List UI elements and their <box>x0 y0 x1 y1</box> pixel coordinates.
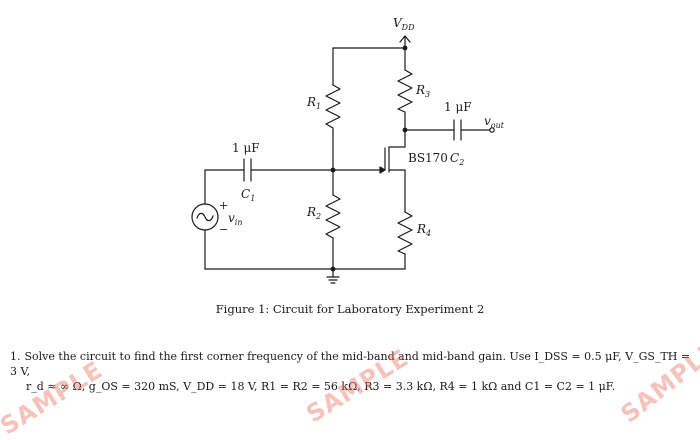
vout-terminal <box>489 127 495 133</box>
capacitor-c1 <box>243 158 252 182</box>
label-c1: C1 <box>241 187 255 203</box>
resistor-r1 <box>325 47 341 171</box>
junction-ground <box>330 266 336 272</box>
figure-caption: Figure 1: Circuit for Laboratory Experim… <box>215 302 485 316</box>
label-vdd: VDD <box>393 16 415 32</box>
label-c2: C2 <box>450 151 464 167</box>
label-r4: R4 <box>416 222 431 238</box>
label-c1-value: 1 μF <box>232 141 260 155</box>
junction-drain <box>402 127 408 133</box>
label-r3: R3 <box>415 83 430 99</box>
label-r1: R1 <box>306 95 321 111</box>
ac-voltage-source <box>191 203 219 231</box>
junction-gate-bias <box>330 167 336 173</box>
label-vin: vin <box>228 211 243 227</box>
capacitor-c2 <box>453 119 462 141</box>
label-r2: R2 <box>306 205 321 221</box>
problem-line-2: r_d ≈ ∞ Ω, g_OS = 320 mS, V_DD = 18 V, R… <box>26 380 616 393</box>
label-minus: − <box>219 223 228 236</box>
label-c2-value: 1 μF <box>444 100 472 114</box>
junction-vdd <box>402 45 408 51</box>
circuit-diagram: VDD R1 R2 R3 R4 1 μF C2 vout BS170 1 μF … <box>191 16 505 284</box>
label-plus: + <box>219 199 228 212</box>
label-transistor: BS170 <box>408 151 448 165</box>
label-vout: vout <box>484 114 505 130</box>
problem-statement: 1.Solve the circuit to find the first co… <box>10 349 696 394</box>
resistor-r4 <box>397 169 413 270</box>
mosfet-bs170 <box>384 146 406 173</box>
problem-line-1: 1.Solve the circuit to find the first co… <box>10 350 691 378</box>
problem-number: 1. <box>10 350 21 363</box>
resistor-r2 <box>325 169 341 270</box>
gate-arrow <box>379 166 386 174</box>
